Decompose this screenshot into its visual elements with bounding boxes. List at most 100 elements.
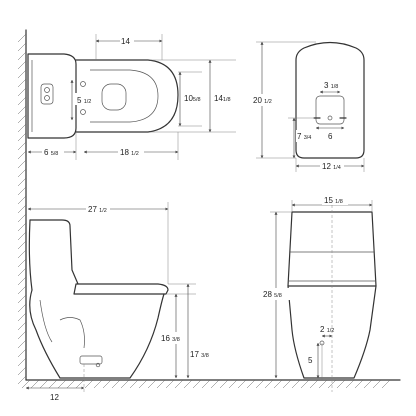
hatch-line [129, 379, 139, 389]
hatch-line [282, 379, 292, 389]
hatch-line [17, 339, 27, 349]
hatch-line [17, 267, 27, 277]
hatch-line [17, 141, 27, 151]
hatch-line [291, 379, 301, 389]
hatch-line [246, 379, 256, 389]
hatch-line [165, 379, 175, 389]
hatch-line [17, 186, 27, 196]
side-view [28, 219, 169, 392]
hatch-line [138, 379, 148, 389]
hatch-line [17, 123, 27, 133]
hatch-line [17, 258, 27, 268]
hatch-line [17, 303, 27, 313]
hatch-line [93, 379, 103, 389]
hatch-line [147, 379, 157, 389]
hatch-line [39, 379, 49, 389]
hatch-line [345, 379, 355, 389]
hatch-line [17, 222, 27, 232]
dimension-lines [25, 34, 373, 390]
dim-total-height: 28 5/8 [263, 290, 282, 299]
hatch-line [17, 33, 27, 43]
hatch-line [372, 379, 382, 389]
hatch-line [219, 379, 229, 389]
hatch-line [363, 379, 373, 389]
hatch-line [17, 42, 27, 52]
dim-seat-height-with-seat: 16 3/8 [161, 334, 180, 343]
dim-bolt-spacing: 3 1/8 [324, 81, 338, 90]
hatch-line [210, 379, 220, 389]
hatch-line [17, 177, 27, 187]
dim-tank-depth: 6 5/8 [44, 148, 58, 157]
hatch-line [17, 249, 27, 259]
dim-side-length: 27 1/2 [88, 205, 107, 214]
hatch-line [17, 114, 27, 124]
hatch-line [102, 379, 112, 389]
hatch-line [17, 321, 27, 331]
dim-rough-in: 12 [50, 393, 59, 402]
hatch-line [17, 78, 27, 88]
hatch-line [17, 330, 27, 340]
hatch-line [17, 231, 27, 241]
hatch-line [17, 312, 27, 322]
hatch-line [48, 379, 58, 389]
hatch-line [201, 379, 211, 389]
hatch-line [17, 159, 27, 169]
hatch-line [17, 96, 27, 106]
back-view [295, 41, 365, 159]
hatch-line [17, 87, 27, 97]
hatch-line [66, 379, 76, 389]
dim-drain-offset: 2 1/2 [320, 325, 334, 334]
hatch-line [381, 379, 391, 389]
hatch-line [354, 379, 364, 389]
hatch-line [17, 168, 27, 178]
hatch-line [183, 379, 193, 389]
hatch-line [17, 51, 27, 61]
dim-top-length: 14 [121, 37, 130, 46]
hatch-line [17, 204, 27, 214]
hatch-line [75, 379, 85, 389]
hatch-line [17, 132, 27, 142]
dimension-labels: 14 5 1/2 105/8 141/8 6 5/8 18 1/2 20 1/2… [42, 33, 348, 402]
hatch-line [21, 379, 31, 389]
floor-hatch [21, 379, 401, 389]
front-view [287, 205, 377, 392]
hatch-line [327, 379, 337, 389]
hatch-line [84, 379, 94, 389]
hatch-line [300, 379, 310, 389]
hatch-line [228, 379, 238, 389]
dim-outlet-width: 6 [328, 132, 333, 141]
dim-drain-height: 5 [308, 356, 313, 365]
dim-back-height: 20 1/2 [253, 96, 272, 105]
hatch-line [120, 379, 130, 389]
hatch-line [237, 379, 247, 389]
hatch-line [17, 213, 27, 223]
hatch-line [17, 294, 27, 304]
tank-top [27, 53, 77, 139]
drain-hole-icon [327, 115, 333, 121]
hatch-line [192, 379, 202, 389]
hatch-line [17, 348, 27, 358]
dim-bowl-width: 141/8 [214, 94, 231, 103]
dim-bowl-height: 105/8 [184, 94, 201, 103]
hatch-line [309, 379, 319, 389]
dim-bowl-length: 18 1/2 [120, 148, 139, 157]
dim-back-width: 12 1/4 [322, 162, 341, 171]
hatch-line [17, 150, 27, 160]
hatch-line [17, 285, 27, 295]
dim-seat-height: 17 3/8 [190, 350, 209, 359]
hatch-line [17, 240, 27, 250]
bowl-top [75, 59, 179, 133]
hatch-line [174, 379, 184, 389]
hatch-line [17, 195, 27, 205]
flush-button-icon [44, 87, 50, 93]
hatch-line [30, 379, 40, 389]
hatch-line [17, 276, 27, 286]
top-view [27, 53, 179, 139]
seat-bolt-icon [80, 81, 86, 87]
hatch-line [273, 379, 283, 389]
hatch-line [264, 379, 274, 389]
hatch-line [156, 379, 166, 389]
hatch-line [17, 105, 27, 115]
hatch-line [111, 379, 121, 389]
